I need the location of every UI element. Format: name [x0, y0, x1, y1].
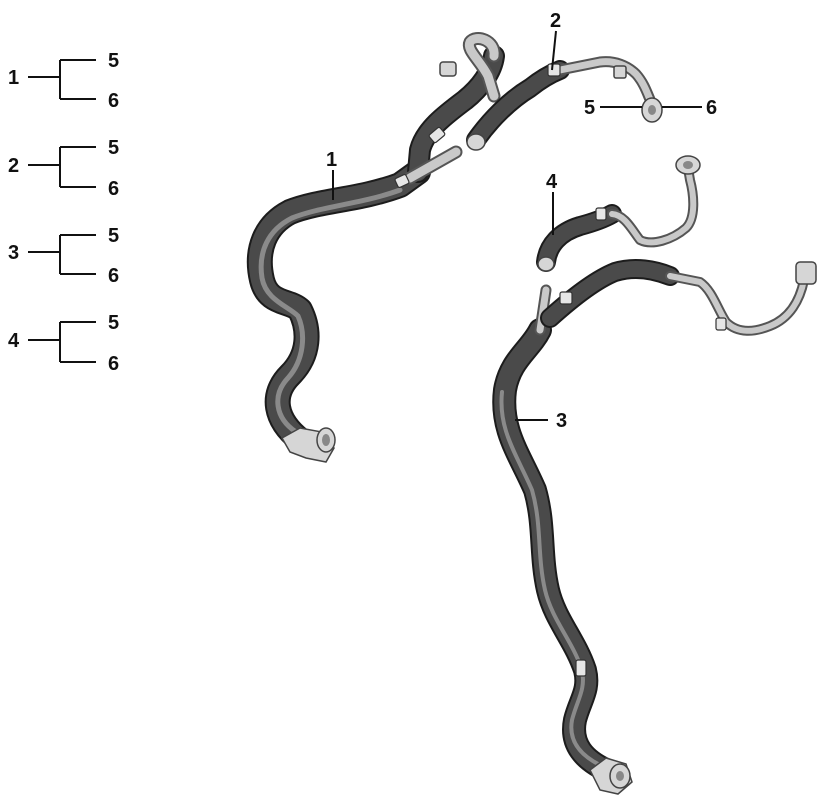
legend-group-1-item-a: 5 [108, 50, 119, 72]
legend-group-2-number: 2 [8, 155, 19, 177]
hose-2 [466, 56, 663, 151]
legend-group-3-item-b: 6 [108, 265, 119, 287]
legend-group-3-number: 3 [8, 242, 19, 264]
callout-hose-1: 1 [326, 149, 337, 171]
legend-group-2-item-b: 6 [108, 178, 119, 200]
legend-group-1-number: 1 [8, 67, 19, 89]
hose-3 [492, 259, 817, 795]
legend-group-4-number: 4 [8, 330, 20, 352]
callout-hose-3: 3 [556, 410, 567, 432]
legend-group-3: 3 5 6 [8, 225, 119, 287]
callout-hose-4: 4 [546, 171, 558, 193]
legend-group-4: 4 5 6 [8, 312, 119, 375]
legend-group-2: 2 5 6 [8, 137, 119, 200]
hose-4 [536, 155, 701, 272]
legend: 1 5 6 2 5 6 3 5 6 [8, 50, 119, 375]
legend-group-1: 1 5 6 [8, 50, 119, 112]
hose-1 [246, 32, 505, 463]
legend-group-3-item-a: 5 [108, 225, 119, 247]
callout-hose-2: 2 [550, 10, 561, 32]
callout-clip-5: 5 [584, 97, 595, 119]
callout-clip-6: 6 [706, 97, 717, 119]
callouts: 1 2 5 6 4 3 [326, 10, 717, 432]
legend-group-1-item-b: 6 [108, 90, 119, 112]
legend-group-4-item-a: 5 [108, 312, 119, 334]
legend-group-2-item-a: 5 [108, 137, 119, 159]
legend-group-4-item-b: 6 [108, 353, 119, 375]
